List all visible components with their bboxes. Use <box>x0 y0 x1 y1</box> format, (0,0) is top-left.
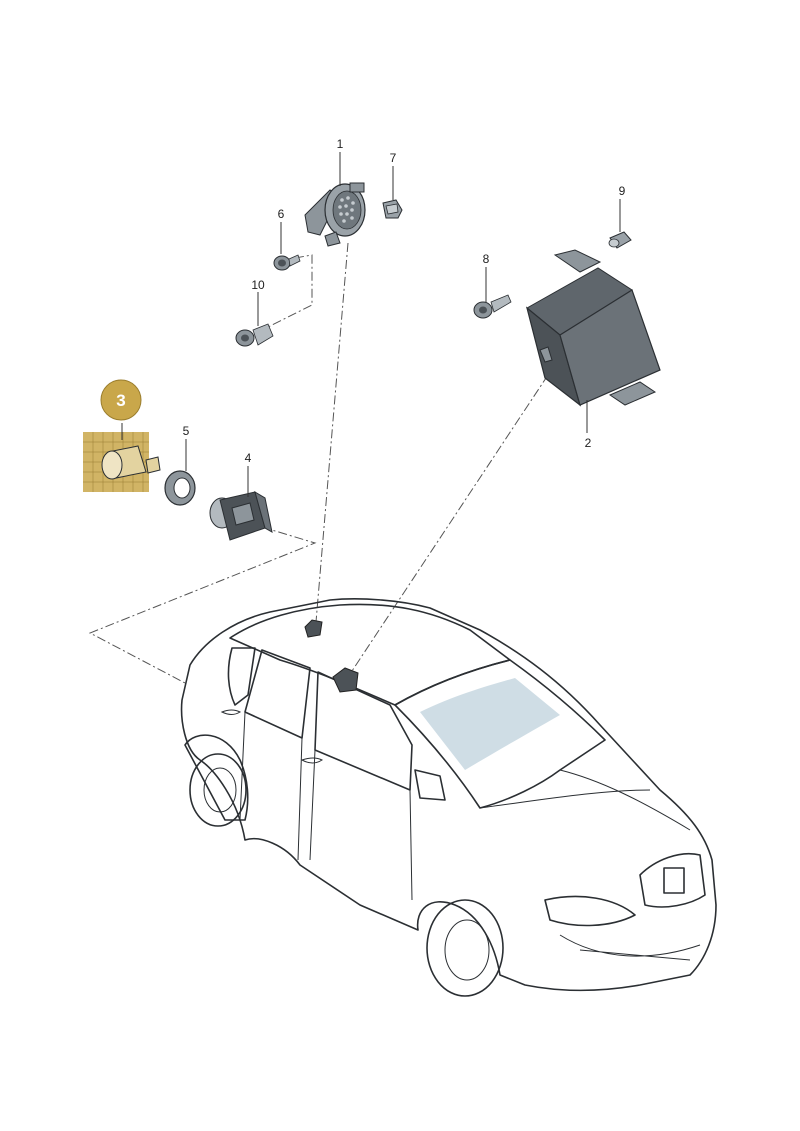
car-bonnet-lines <box>479 769 691 831</box>
car-roof <box>229 603 511 706</box>
part-8-bolt <box>473 294 512 319</box>
callout-8[interactable]: 8 <box>483 252 490 266</box>
part-5-ring <box>164 470 196 506</box>
callout-5[interactable]: 5 <box>183 424 190 438</box>
car-door-lines <box>239 711 413 901</box>
car-rear-side-window <box>227 647 256 706</box>
car-front-door-handle <box>300 757 323 764</box>
car-front-bumper <box>559 934 701 961</box>
car-front-wheel <box>426 899 504 997</box>
callout-2[interactable]: 2 <box>585 436 592 450</box>
car-body <box>180 598 717 992</box>
part-3-parking-sensor <box>83 432 161 492</box>
callout-9[interactable]: 9 <box>619 184 626 198</box>
car-middle-side-window <box>244 649 311 739</box>
car-grille <box>639 852 706 908</box>
car-marker-part1 <box>304 619 323 638</box>
callout-1[interactable]: 1 <box>337 137 344 151</box>
part-6-screw <box>273 254 301 271</box>
car-rear-arch <box>184 734 249 821</box>
part-4-sensor-holder <box>209 490 273 541</box>
car-windscreen-reflection <box>420 678 560 770</box>
dash-part1-to-car <box>315 242 349 623</box>
callout-4[interactable]: 4 <box>245 451 252 465</box>
callout-10[interactable]: 10 <box>251 278 265 292</box>
dash-part6-10-bracket <box>261 254 313 331</box>
car-windscreen <box>394 659 606 809</box>
callout-6[interactable]: 6 <box>278 207 285 221</box>
part-10-bolt <box>235 323 274 347</box>
car-illustration <box>180 598 717 997</box>
car-badge <box>663 867 685 894</box>
part-2-control-unit <box>525 249 661 407</box>
leader-lines <box>121 152 621 497</box>
dash-part2-to-car <box>347 374 549 678</box>
dash-part4-to-car <box>88 526 317 684</box>
car-rear-door-handle <box>220 709 242 715</box>
callout-labels: 1 7 6 9 8 10 2 5 4 3 <box>100 137 626 465</box>
callout-3[interactable]: 3 <box>116 391 125 410</box>
part-9-nut <box>608 231 632 249</box>
connection-lines <box>88 242 549 684</box>
part-1-alarm-horn <box>304 182 366 247</box>
callout-7[interactable]: 7 <box>390 151 397 165</box>
car-side-mirror <box>414 769 446 801</box>
car-marker-part2 <box>332 667 359 693</box>
callout-3-badge[interactable]: 3 <box>100 379 142 421</box>
car-headlight <box>544 895 636 927</box>
car-rear-wheel <box>189 753 247 827</box>
part-7-clip <box>382 199 403 219</box>
car-front-side-window <box>314 671 413 791</box>
